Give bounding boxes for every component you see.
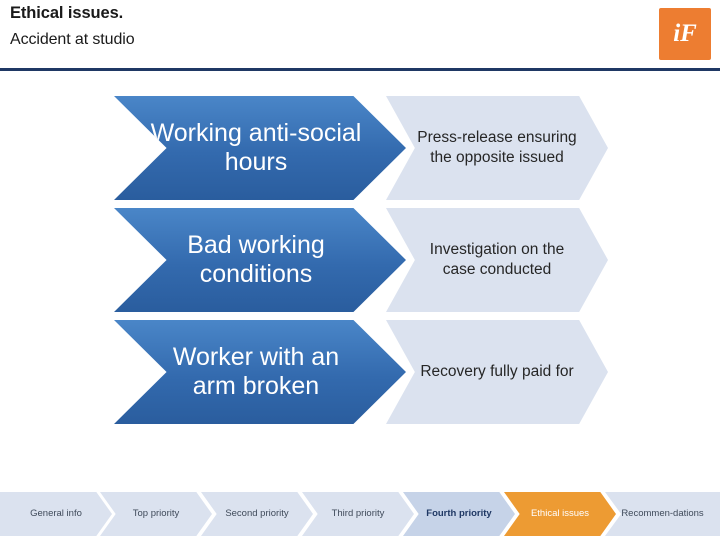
- header-divider: [0, 68, 720, 71]
- issue-chevron-1-label: Working anti-social hours: [150, 118, 362, 177]
- breadcrumb-item-ethical-issues[interactable]: Ethical issues: [504, 492, 616, 536]
- breadcrumb-item-general-info-label: General info: [30, 507, 82, 519]
- breadcrumb-item-fourth-priority[interactable]: Fourth priority: [403, 492, 515, 536]
- brand-logo-text: iF: [673, 20, 697, 47]
- breadcrumb-item-fourth-priority-label: Fourth priority: [426, 507, 492, 519]
- chevron-row: Working anti-social hours Press-release …: [0, 96, 720, 208]
- breadcrumb-item-top-priority-label: Top priority: [132, 507, 180, 519]
- breadcrumb-item-ethical-issues-label: Ethical issues: [530, 507, 590, 519]
- brand-logo: iF: [659, 8, 711, 60]
- action-chevron-1[interactable]: Press-release ensuring the opposite issu…: [386, 96, 608, 200]
- page-title-line1: Ethical issues.: [10, 4, 124, 22]
- action-chevron-2[interactable]: Investigation on the case conducted: [386, 208, 608, 312]
- breadcrumb-item-general-info[interactable]: General info: [0, 492, 112, 536]
- issue-chevron-1[interactable]: Working anti-social hours: [114, 96, 406, 200]
- chevron-rows: Working anti-social hours Press-release …: [0, 96, 720, 432]
- issue-chevron-3-label: Worker with an arm broken: [172, 342, 340, 401]
- issue-chevron-2-label: Bad working conditions: [187, 230, 325, 289]
- breadcrumb-item-recommendations[interactable]: Recommen-dations: [605, 492, 720, 536]
- action-chevron-3-label: Recovery fully paid for: [420, 363, 574, 381]
- page-title-line2: Accident at studio: [10, 31, 135, 48]
- breadcrumb-item-second-priority-label: Second priority: [225, 507, 289, 519]
- chevron-row: Worker with an arm broken Recovery fully…: [0, 320, 720, 432]
- slide-header: Ethical issues. Accident at studio iF: [0, 0, 720, 68]
- issue-chevron-2[interactable]: Bad working conditions: [114, 208, 406, 312]
- breadcrumb-item-top-priority[interactable]: Top priority: [100, 492, 212, 536]
- issue-chevron-3[interactable]: Worker with an arm broken: [114, 320, 406, 424]
- chevron-row: Bad working conditions Investigation on …: [0, 208, 720, 320]
- action-chevron-1-label: Press-release ensuring the opposite issu…: [417, 129, 577, 166]
- breadcrumb-item-third-priority-label: Third priority: [331, 507, 385, 519]
- breadcrumb-item-third-priority[interactable]: Third priority: [302, 492, 414, 536]
- action-chevron-2-label: Investigation on the case conducted: [429, 241, 565, 278]
- breadcrumb-item-recommendations-label: Recommen-dations: [621, 507, 704, 519]
- breadcrumb-item-second-priority[interactable]: Second priority: [201, 492, 313, 536]
- breadcrumb: General info Top priority Second priorit…: [0, 492, 720, 536]
- action-chevron-3[interactable]: Recovery fully paid for: [386, 320, 608, 424]
